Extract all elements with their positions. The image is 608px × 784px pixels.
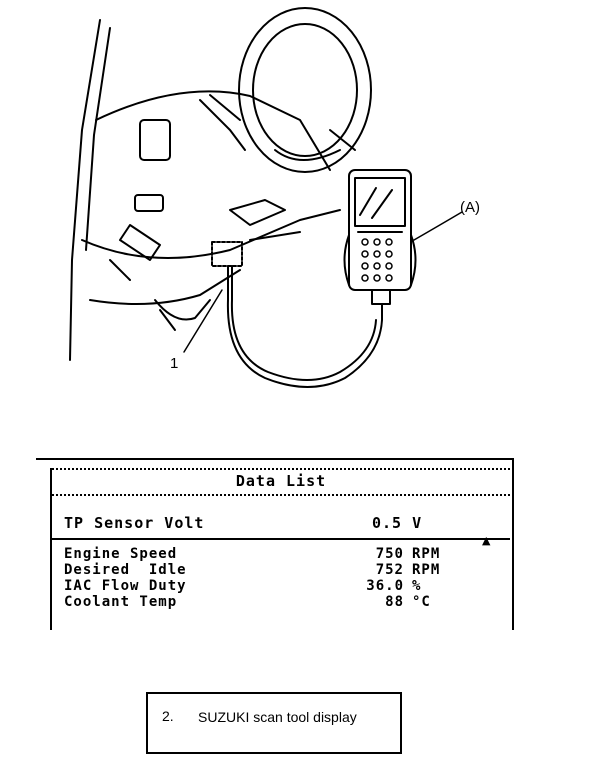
screen-frame-left [50,468,52,630]
data-row-unit: % [412,578,422,594]
caption-text: SUZUKI scan tool display [198,709,357,725]
leader-line-a [413,211,463,241]
a-pillar-outline [69,19,101,361]
caption-number: 2. [162,708,174,724]
data-row-engine-speed: Engine Speed 750 RPM [64,546,440,562]
data-list-title: Data List [235,472,327,490]
caption-box: 2. SUZUKI scan tool display [146,692,402,754]
data-row-unit: RPM [412,546,441,562]
data-row-value: 36.0 [366,578,404,594]
data-row-desired-idle: Desired Idle 752 RPM [64,562,440,578]
callout-a: (A) [460,199,480,216]
data-row-value: 750 [375,546,404,562]
data-row-unit: °C [412,594,431,610]
scan-tool-cable [226,265,383,388]
title-dotted-bottom [52,494,510,496]
screen-frame-right [512,458,514,630]
data-row-iac-flow-duty: IAC Flow Duty 36.0% [64,578,421,594]
scan-tool-connection-illustration: 1 (A) [69,7,480,388]
data-row-label: Engine Speed [64,546,178,562]
data-row-value: 752 [375,562,404,578]
data-row-value: 88 [385,594,404,610]
data-row-coolant-temp: Coolant Temp 88 °C [64,594,431,610]
tp-sensor-value: 0.5 V [372,514,423,532]
leader-line-1 [183,289,223,353]
data-row-label: Desired Idle [64,562,187,578]
tp-sensor-divider [52,538,510,540]
screen-frame-top [36,458,514,460]
scan-tool-body [348,169,412,291]
tp-sensor-label: TP Sensor Volt [64,514,205,532]
data-row-unit: RPM [412,562,441,578]
data-list-screen: Data List TP Sensor Volt 0.5 V ▲ Engine … [36,458,514,630]
title-dotted-top [52,468,510,470]
scroll-up-icon[interactable]: ▲ [482,534,491,547]
data-row-label: IAC Flow Duty [64,578,187,594]
steering-wheel [238,7,372,173]
dashboard-outline [95,90,331,171]
callout-1: 1 [170,355,178,372]
data-row-label: Coolant Temp [64,594,178,610]
